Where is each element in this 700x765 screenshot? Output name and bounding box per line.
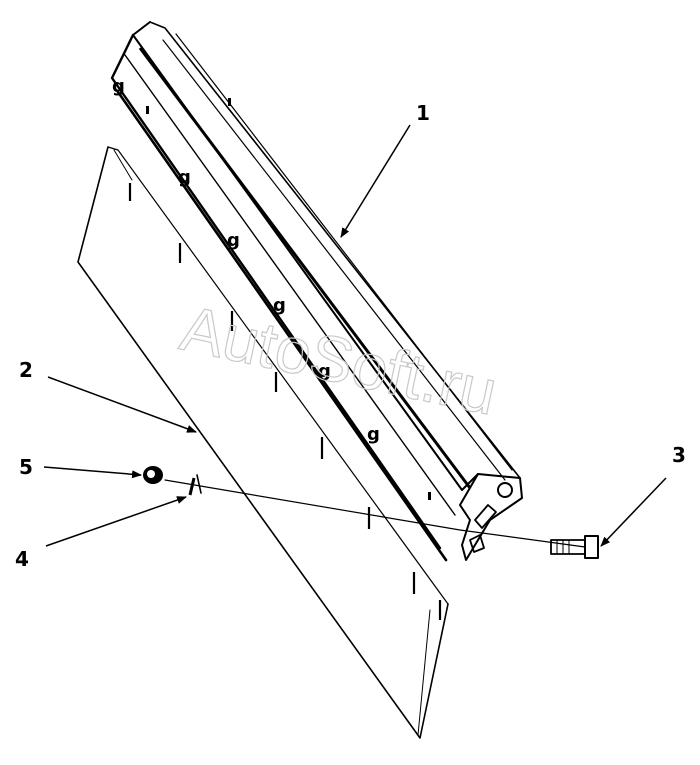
- bolt-part: [550, 535, 599, 559]
- bracket-rail-part: g g g g g g: [110, 21, 523, 562]
- svg-text:g: g: [273, 295, 286, 316]
- leader-4: [45, 496, 187, 547]
- callout-2: 2: [19, 358, 33, 382]
- clip-part: [188, 474, 202, 496]
- panel-clips: [128, 183, 442, 620]
- leader-lines: [43, 124, 667, 547]
- leader-5: [43, 466, 142, 479]
- rail-small-holes: [146, 98, 431, 500]
- rail-end-profile: [459, 473, 523, 561]
- leader-2: [47, 376, 197, 433]
- svg-text:g: g: [178, 167, 191, 188]
- svg-text:g: g: [318, 361, 331, 382]
- svg-text:g: g: [367, 424, 380, 445]
- callout-3: 3: [672, 443, 686, 467]
- callout-4: 4: [15, 547, 29, 571]
- leader-3: [600, 477, 667, 547]
- leader-1: [340, 124, 411, 238]
- rail-fasteners: g g g g g g: [112, 76, 380, 445]
- svg-text:g: g: [227, 230, 240, 251]
- svg-text:g: g: [112, 76, 125, 97]
- nut-part: [143, 466, 163, 484]
- panel-part: [77, 146, 449, 739]
- callout-5: 5: [19, 455, 33, 479]
- callout-1: 1: [416, 101, 430, 125]
- assembly-axis-line: [164, 479, 586, 548]
